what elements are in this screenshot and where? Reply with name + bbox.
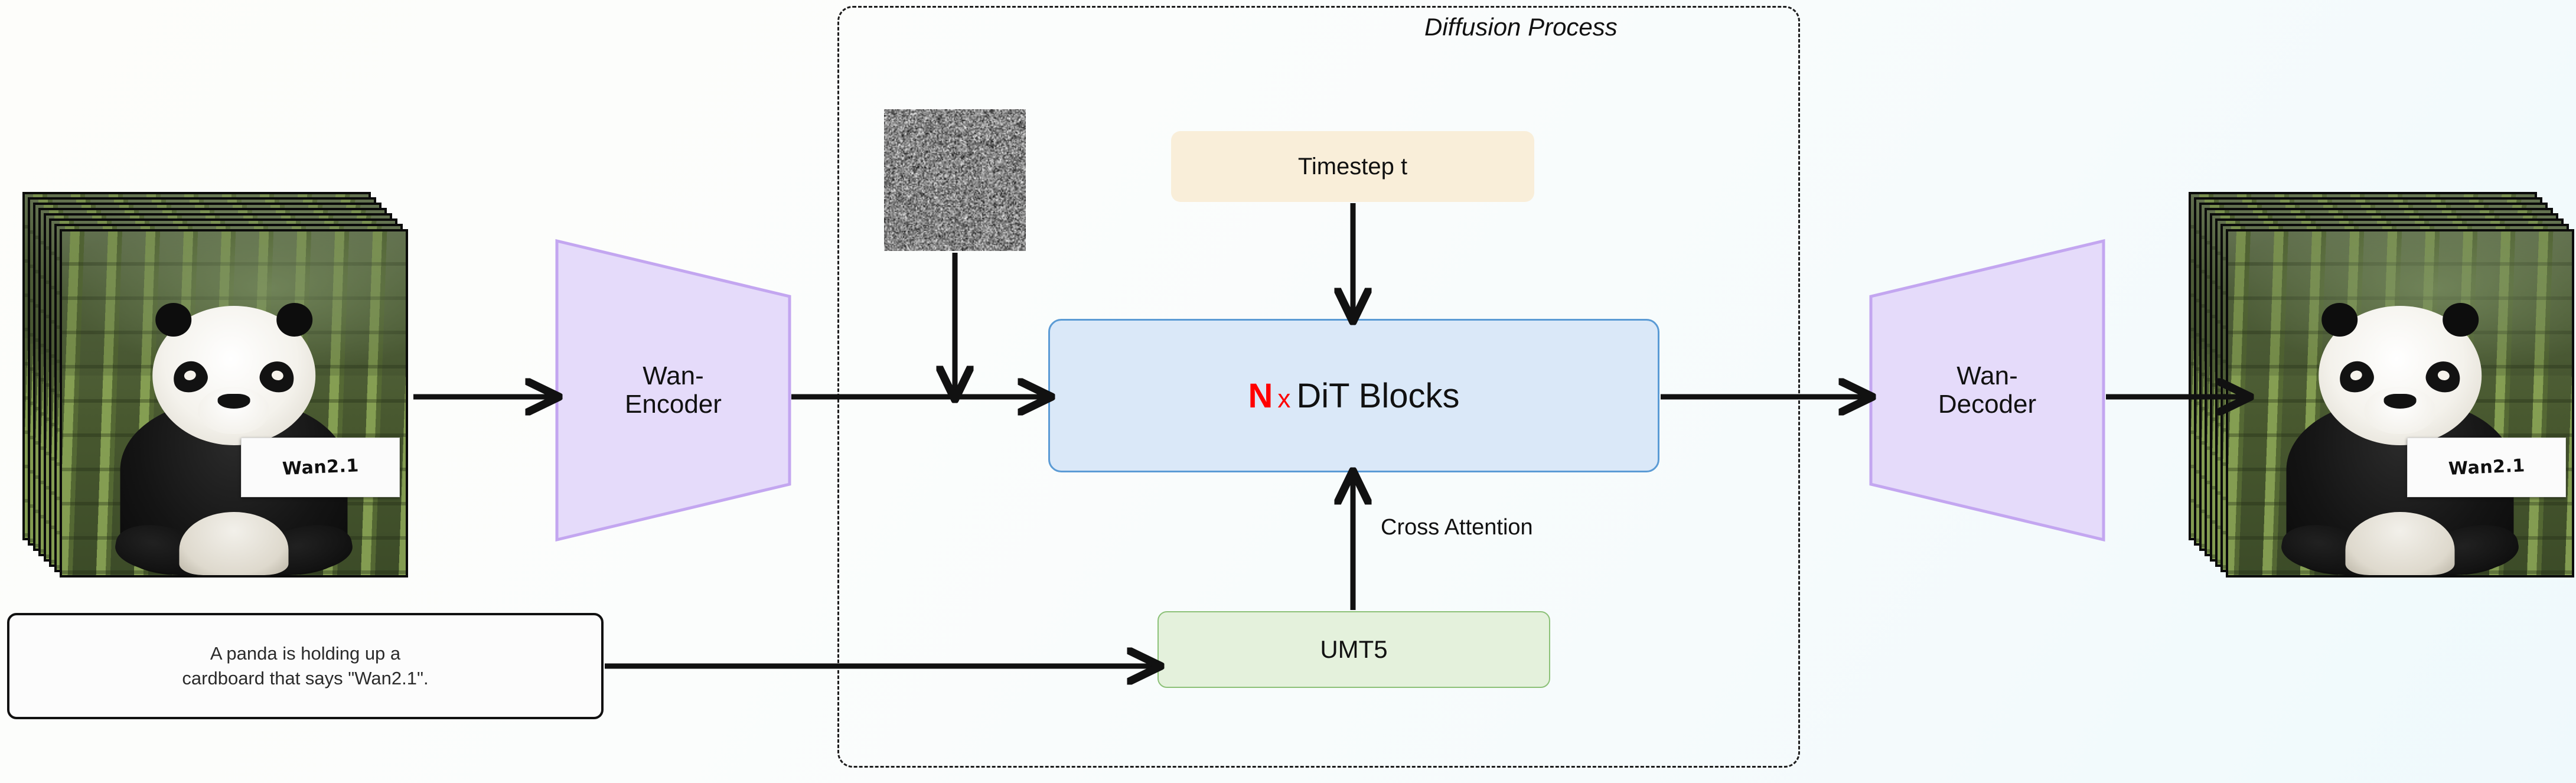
prompt-line2: cardboard that says "Wan2.1". [182,668,429,689]
diffusion-process-region [837,6,1800,768]
sign-text: Wan2.1 [2447,455,2526,479]
cardboard-sign: Wan2.1 [2407,438,2567,498]
decoder-label-line2: Decoder [1938,390,2037,419]
timestep-block[interactable]: Timestep t [1171,131,1534,202]
panda-illustration [110,273,357,575]
prompt-text-box[interactable]: A panda is holding up a cardboard that s… [7,613,604,719]
panda-illustration [2276,273,2523,575]
video-frame-front: Wan2.1 [60,229,408,578]
decoder-label-line1: Wan- [1957,361,2018,390]
wan-decoder-block[interactable]: Wan- Decoder [1869,239,2105,542]
encoder-label-line1: Wan- [643,361,704,390]
output-video-frame-stack: Wan2.1 [2189,192,2574,578]
video-frame-front: Wan2.1 [2226,229,2574,578]
dit-times-symbol: x [1277,384,1291,413]
prompt-line1: A panda is holding up a [210,643,401,664]
umt5-label: UMT5 [1320,635,1388,663]
input-video-frame-stack: Wan2.1 [22,192,408,578]
wan-encoder-block[interactable]: Wan- Encoder [555,239,791,542]
cardboard-sign: Wan2.1 [240,438,400,498]
cross-attention-label: Cross Attention [1381,515,1533,540]
timestep-label: Timestep t [1297,153,1408,180]
gaussian-noise-patch [884,109,1026,251]
decoder-trapezoid-icon [1869,239,2105,542]
encoder-trapezoid-icon [555,239,791,542]
dit-multiplier: N [1248,376,1273,415]
encoder-label-line2: Encoder [625,390,722,419]
dit-label: DiT Blocks [1296,376,1460,415]
diffusion-process-label: Diffusion Process [1424,13,1618,41]
umt5-text-encoder-block[interactable]: UMT5 [1157,611,1550,688]
sign-text: Wan2.1 [281,455,360,479]
